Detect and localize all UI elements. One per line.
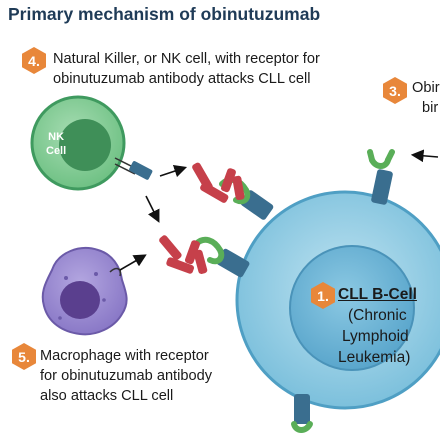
cll-label-line3: Lymphoid xyxy=(342,328,409,345)
nk-caption-line1: Natural Killer, or NK cell, with recepto… xyxy=(53,51,320,67)
step-1-badge: 1. xyxy=(311,282,335,309)
step-4-number: 4. xyxy=(28,52,40,69)
macrophage-caption-line2: for obinutuzumab antibody xyxy=(40,368,212,384)
nk-caption-line2: obinutuzumab antibody attacks CLL cell xyxy=(53,71,311,87)
step-5-number: 5. xyxy=(18,348,30,365)
step-1-number: 1. xyxy=(317,287,329,304)
cll-b-cell xyxy=(235,190,440,410)
macrophage xyxy=(41,247,128,336)
cll-receptor-top xyxy=(367,149,395,205)
antibody-complex-lower xyxy=(159,235,250,278)
step3-caption-line1: Obir xyxy=(412,80,440,96)
macrophage-caption-line3: also attacks CLL cell xyxy=(40,388,174,404)
nk-cell xyxy=(30,95,126,191)
step3-caption-line2: bir xyxy=(422,100,439,116)
nk-label-line1: NK xyxy=(48,131,65,143)
arrows xyxy=(119,149,439,271)
step-3-number: 3. xyxy=(389,82,401,99)
cll-label-line2: (Chronic xyxy=(348,307,407,324)
nk-cell-label: NK Cell xyxy=(46,130,66,158)
nk-receptor xyxy=(114,157,153,180)
nk-label-line2: Cell xyxy=(46,145,67,157)
antibody-complex-upper xyxy=(192,162,274,220)
page-title: Primary mechanism of obinutuzumab xyxy=(8,4,321,24)
cll-receptor-bottom xyxy=(291,394,313,433)
step-3-badge: 3. xyxy=(383,77,407,104)
macrophage-caption-line1: Macrophage with receptor xyxy=(40,348,209,364)
step-5-badge: 5. xyxy=(12,343,36,370)
cll-label-line1: CLL B-Cell xyxy=(338,286,417,303)
step-4-badge: 4. xyxy=(22,47,46,74)
cll-label-line4: Leukemia) xyxy=(338,349,411,366)
